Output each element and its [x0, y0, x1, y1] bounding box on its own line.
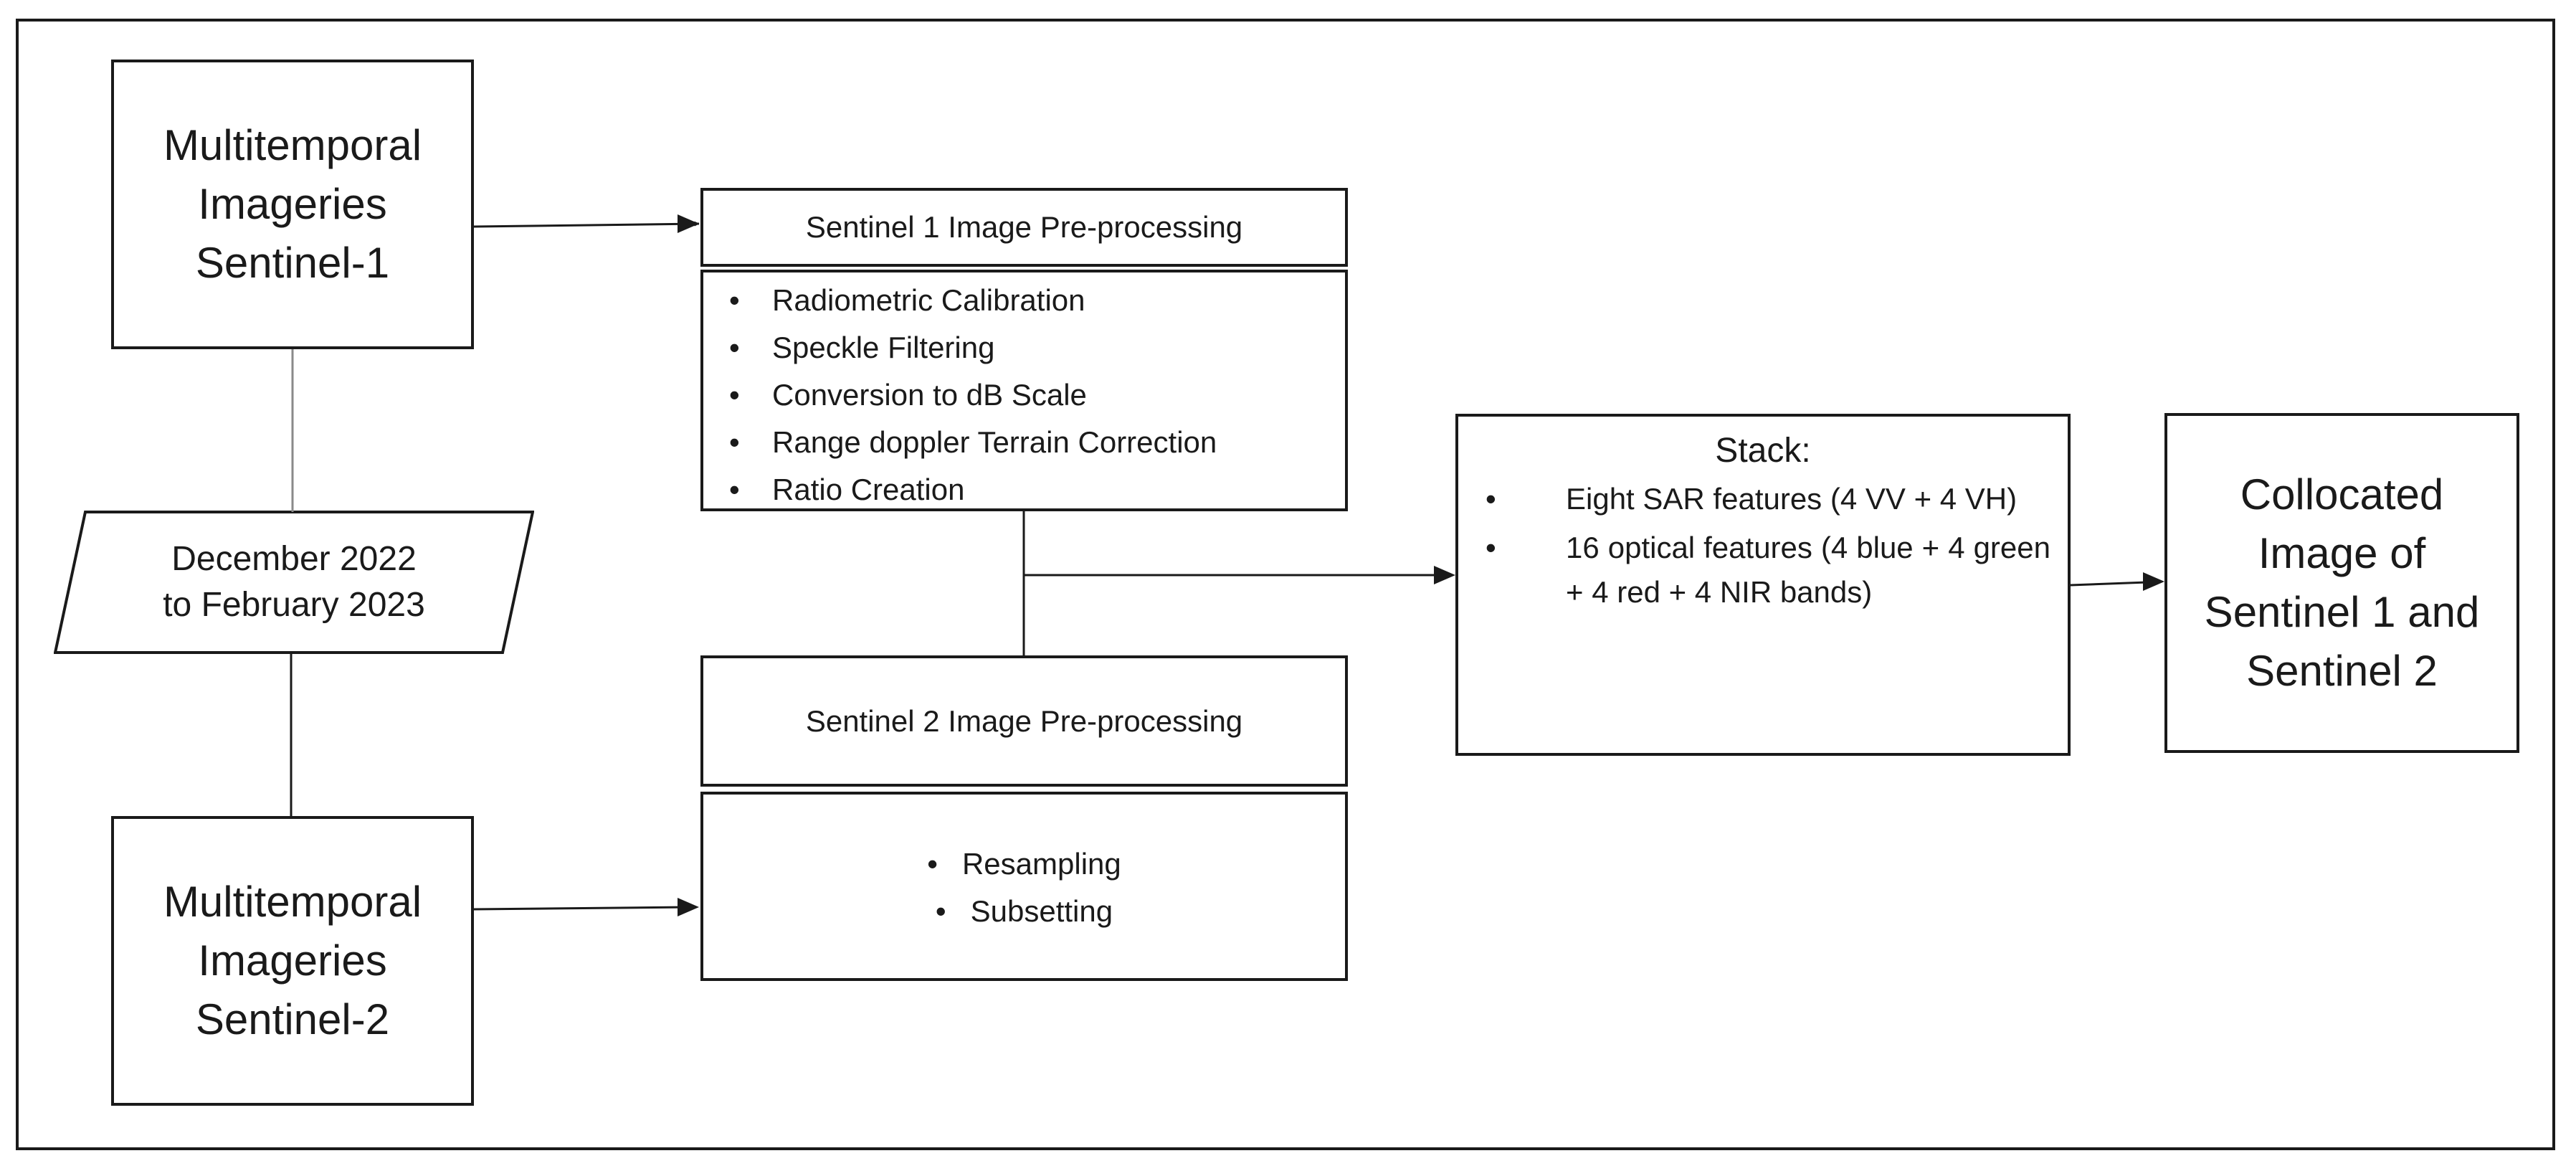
- sentinel1-steps-box: Radiometric Calibration Speckle Filterin…: [700, 270, 1348, 513]
- sentinel2-step: Subsetting: [703, 888, 1345, 935]
- sentinel2-preprocessing-header: Sentinel 2 Image Pre-processing: [700, 655, 1348, 787]
- sentinel1-step: Range doppler Terrain Correction: [703, 419, 1345, 466]
- sentinel1-source-line2: Imageries: [198, 180, 387, 228]
- sentinel1-preprocessing-title: Sentinel 1 Image Pre-processing: [805, 210, 1243, 244]
- date-range-parallelogram: December 2022 to February 2023: [54, 511, 534, 654]
- output-line3: Sentinel 1 and: [2204, 588, 2480, 636]
- sentinel1-step: Ratio Creation: [703, 466, 1345, 513]
- output-line2: Image of: [2258, 529, 2426, 577]
- diagram-frame: [16, 19, 2555, 1150]
- stack-item: 16 optical features (4 blue + 4 green + …: [1458, 526, 2068, 615]
- sentinel2-steps-box: Resampling Subsetting: [700, 792, 1348, 981]
- collocated-output-box: Collocated Image of Sentinel 1 and Senti…: [2164, 413, 2519, 753]
- stack-box: Stack: Eight SAR features (4 VV + 4 VH) …: [1455, 414, 2071, 756]
- date-range-text: December 2022 to February 2023: [54, 511, 534, 654]
- date-range-line2: to February 2023: [163, 586, 425, 624]
- sentinel2-source-line3: Sentinel-2: [195, 995, 390, 1043]
- sentinel1-step: Speckle Filtering: [703, 324, 1345, 371]
- sentinel1-steps-list: Radiometric Calibration Speckle Filterin…: [703, 277, 1345, 513]
- stack-list: Eight SAR features (4 VV + 4 VH) 16 opti…: [1458, 477, 2068, 615]
- sentinel1-step: Radiometric Calibration: [703, 277, 1345, 324]
- sentinel2-steps-list: Resampling Subsetting: [703, 840, 1345, 935]
- sentinel2-source-box: Multitemporal Imageries Sentinel-2: [111, 816, 474, 1106]
- sentinel1-step: Conversion to dB Scale: [703, 371, 1345, 419]
- sentinel2-source-line1: Multitemporal: [163, 878, 422, 926]
- sentinel2-step: Resampling: [703, 840, 1345, 888]
- stack-item: Eight SAR features (4 VV + 4 VH): [1458, 477, 2068, 521]
- sentinel1-source-line3: Sentinel-1: [195, 239, 390, 287]
- sentinel2-preprocessing-title: Sentinel 2 Image Pre-processing: [805, 703, 1243, 738]
- output-line1: Collocated: [2240, 470, 2444, 518]
- stack-title: Stack:: [1715, 432, 1811, 470]
- sentinel2-source-line2: Imageries: [198, 937, 387, 985]
- output-line4: Sentinel 2: [2246, 647, 2438, 695]
- sentinel1-source-box: Multitemporal Imageries Sentinel-1: [111, 60, 474, 349]
- sentinel1-source-line1: Multitemporal: [163, 121, 422, 169]
- sentinel1-preprocessing-header: Sentinel 1 Image Pre-processing: [700, 188, 1348, 267]
- date-range-line1: December 2022: [171, 540, 417, 578]
